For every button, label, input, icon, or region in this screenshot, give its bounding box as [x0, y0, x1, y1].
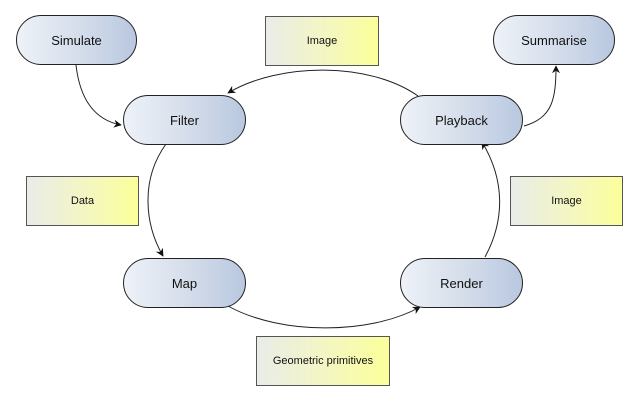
- edge-map-to-render: [227, 305, 421, 329]
- edge-render-to-playback: [481, 141, 501, 258]
- note-geometric-primitives: Geometric primitives: [256, 336, 390, 386]
- node-render[interactable]: Render: [400, 258, 523, 308]
- edge-simulate-to-filter: [75, 64, 122, 128]
- note-data: Data: [26, 176, 139, 226]
- edge-filter-to-map: [147, 143, 167, 257]
- node-playback[interactable]: Playback: [400, 95, 523, 145]
- node-summarise[interactable]: Summarise: [493, 15, 615, 65]
- note-label: Image: [551, 195, 582, 207]
- note-image-playback-to-filter: Image: [265, 16, 379, 66]
- edge-playback-to-summarise: [523, 65, 560, 127]
- node-map-label: Map: [171, 275, 198, 291]
- node-summarise-label: Summarise: [521, 32, 587, 48]
- node-filter-label: Filter: [170, 112, 199, 128]
- note-label: Image: [306, 35, 338, 47]
- node-filter[interactable]: Filter: [123, 95, 246, 145]
- edge-playback-to-filter: [227, 69, 419, 97]
- node-render-label: Render: [440, 275, 483, 291]
- node-simulate-label: Simulate: [51, 32, 102, 48]
- node-playback-label: Playback: [435, 112, 488, 128]
- node-simulate[interactable]: Simulate: [16, 15, 137, 65]
- note-image-render-to-playback: Image: [510, 176, 623, 226]
- node-map[interactable]: Map: [123, 258, 246, 308]
- note-label: Data: [70, 195, 95, 207]
- note-label: Geometric primitives: [272, 355, 374, 367]
